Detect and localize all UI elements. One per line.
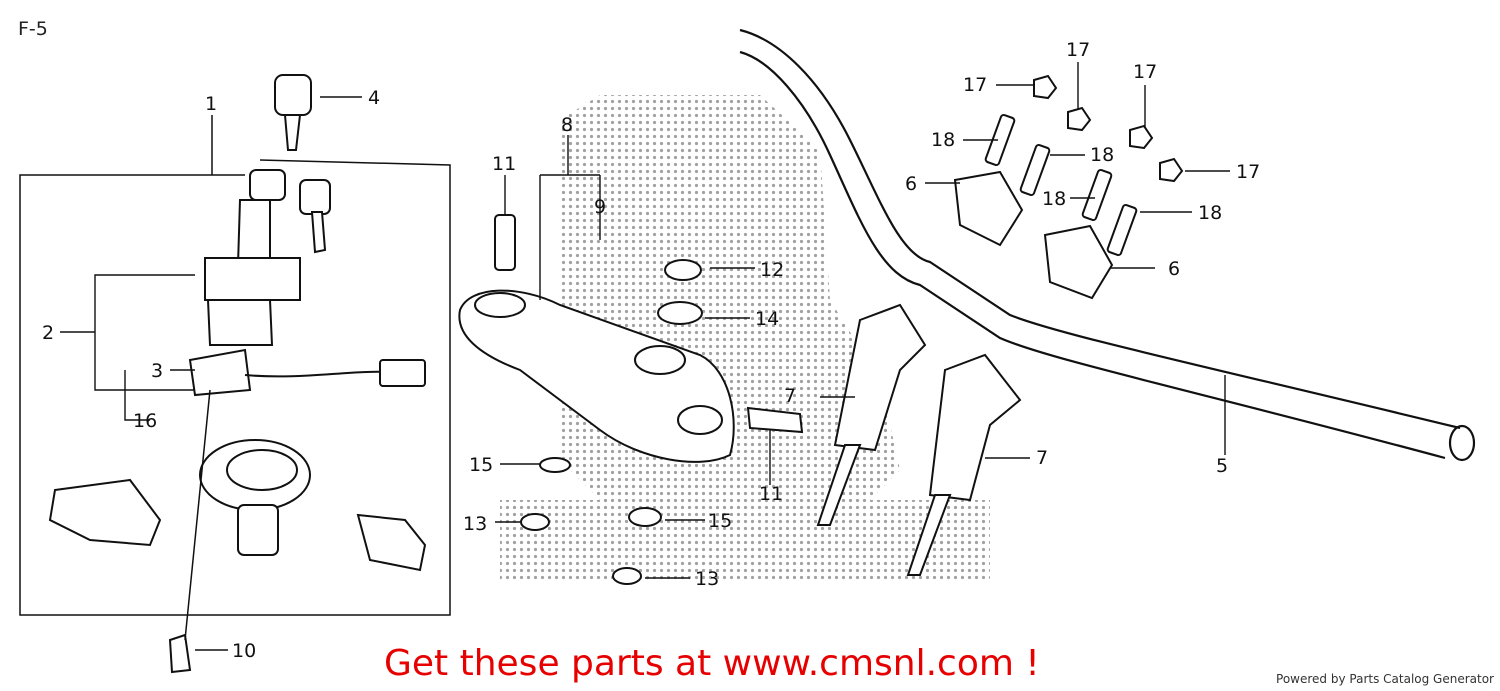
callout-18a[interactable]: 18 xyxy=(931,129,955,151)
callout-15b[interactable]: 15 xyxy=(708,510,732,532)
ignition-group-frame xyxy=(19,115,451,616)
callout-8[interactable]: 8 xyxy=(561,114,573,136)
callout-4[interactable]: 4 xyxy=(368,87,380,109)
bolt-and-nut-parts xyxy=(984,74,1184,257)
callout-9[interactable]: 9 xyxy=(594,196,606,218)
callout-6a[interactable]: 6 xyxy=(905,173,917,195)
callout-16[interactable]: 16 xyxy=(133,410,157,432)
callout-18c[interactable]: 18 xyxy=(1042,188,1066,210)
callout-11b[interactable]: 11 xyxy=(759,483,783,505)
callout-17a[interactable]: 17 xyxy=(963,74,987,96)
callout-3[interactable]: 3 xyxy=(151,360,163,382)
callout-14[interactable]: 14 xyxy=(755,308,779,330)
upper-holder-part-6 xyxy=(953,170,1114,300)
callout-7b[interactable]: 7 xyxy=(1036,447,1048,469)
callout-17d[interactable]: 17 xyxy=(1236,161,1260,183)
callout-12[interactable]: 12 xyxy=(760,259,784,281)
callout-18d[interactable]: 18 xyxy=(1198,202,1222,224)
callout-10[interactable]: 10 xyxy=(232,640,256,662)
ignition-switch-part-2 xyxy=(188,169,426,397)
callout-18b[interactable]: 18 xyxy=(1090,144,1114,166)
callout-1[interactable]: 1 xyxy=(205,93,217,115)
key-part-4 xyxy=(274,74,312,151)
powered-by-text: Powered by Parts Catalog Generator xyxy=(1276,672,1494,686)
handle-holder-part-7 xyxy=(816,303,1022,576)
leader-lines xyxy=(60,62,1230,651)
top-bridge-part-8 xyxy=(458,214,804,585)
cta-link[interactable]: Get these parts at www.cmsnl.com ! xyxy=(384,643,1040,684)
callout-labels: 1 2 3 4 5 6 6 7 7 8 9 10 11 11 12 13 13 … xyxy=(42,39,1260,662)
callout-17c[interactable]: 17 xyxy=(1133,61,1157,83)
callout-17b[interactable]: 17 xyxy=(1066,39,1090,61)
callout-2[interactable]: 2 xyxy=(42,322,54,344)
callout-13a[interactable]: 13 xyxy=(463,513,487,535)
callout-5[interactable]: 5 xyxy=(1216,455,1228,477)
callout-6b[interactable]: 6 xyxy=(1168,258,1180,280)
handlebar-part-5 xyxy=(739,28,1476,462)
callout-11a[interactable]: 11 xyxy=(492,153,516,175)
callout-15a[interactable]: 15 xyxy=(469,454,493,476)
callout-13b[interactable]: 13 xyxy=(695,568,719,590)
callout-7a[interactable]: 7 xyxy=(784,385,796,407)
diagram-code: F-5 xyxy=(18,18,48,40)
lock-set-parts xyxy=(48,389,427,674)
